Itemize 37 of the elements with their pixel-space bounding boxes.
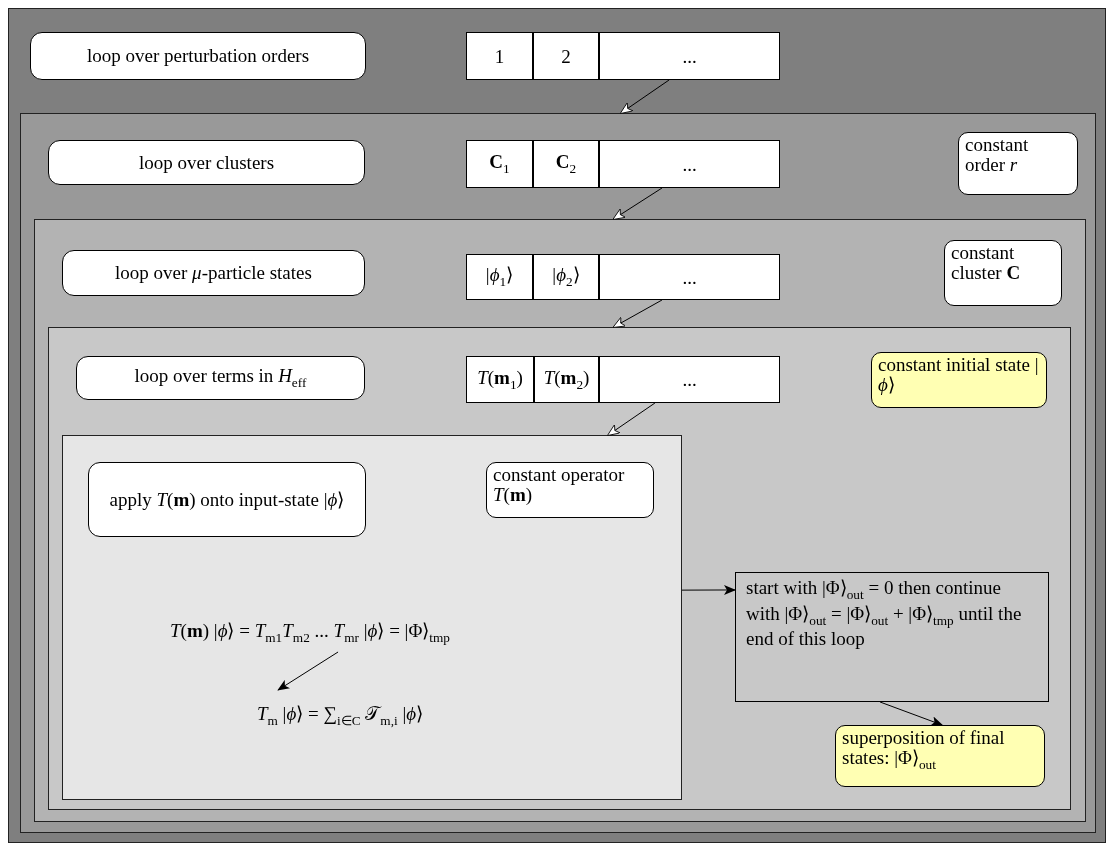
arrow bbox=[612, 187, 663, 220]
arrow bbox=[607, 402, 656, 436]
array-cell: ... bbox=[599, 140, 780, 188]
loop-label-box: loop over clusters bbox=[48, 140, 365, 185]
highlight-box: superposition of final states: |Φ⟩$_{out}$ bbox=[835, 725, 1045, 787]
nested-panel bbox=[34, 219, 1086, 822]
nested-panel bbox=[48, 327, 1071, 810]
array-cell: T(m$_{2}$) bbox=[534, 356, 599, 403]
array-cell: T(m$_{1}$) bbox=[466, 356, 534, 403]
array-cell: ... bbox=[599, 356, 780, 403]
formula-text: T(m) |ϕ⟩ = T$_{m1}$T$_{m2}$ ... T$_{mr}$ |ϕ⟩ = |Φ⟩$_{tmp}$ bbox=[80, 612, 540, 652]
arrow bbox=[681, 585, 736, 595]
arrow bbox=[277, 651, 339, 691]
note-box: constant operator T(m) bbox=[486, 462, 654, 518]
highlight-box: constant initial state |ϕ⟩ bbox=[871, 352, 1047, 408]
array-cell: |ϕ$_{1}$⟩ bbox=[466, 254, 533, 300]
array-cell: C$_{2}$ bbox=[533, 140, 599, 188]
array-cell: 2 bbox=[533, 32, 599, 80]
array-cell: 1 bbox=[466, 32, 533, 80]
nested-panel bbox=[8, 8, 1106, 843]
array-cell: C$_{1}$ bbox=[466, 140, 533, 188]
loop-label-box: loop over perturbation orders bbox=[30, 32, 366, 80]
formula-text: T$_{m}$ |ϕ⟩ = ∑$_{i∈C}$ 𝒯$_{m,i}$ |ϕ⟩ bbox=[200, 690, 480, 740]
process-box: start with |Φ⟩$_{out}$ = 0 then continue with |Φ⟩$_{out}$ = |Φ⟩$_{out}$ + |Φ⟩$_{tmp}$ until the end of this loop bbox=[735, 572, 1049, 702]
loop-label-box: loop over μ-particle states bbox=[62, 250, 365, 296]
loop-label-box: loop over terms in H$_{eff}$ bbox=[76, 356, 365, 400]
nested-panel bbox=[20, 113, 1096, 833]
arrow bbox=[619, 79, 670, 114]
arrow bbox=[879, 701, 944, 726]
array-cell: ... bbox=[599, 254, 780, 300]
array-cell: |ϕ$_{2}$⟩ bbox=[533, 254, 599, 300]
note-box: constant cluster C bbox=[944, 240, 1062, 306]
nested-panel bbox=[62, 435, 682, 800]
arrow bbox=[612, 299, 663, 328]
array-cell: ... bbox=[599, 32, 780, 80]
note-box: constant order r bbox=[958, 132, 1078, 195]
loop-label-box: apply T(m) onto input-state |ϕ⟩ bbox=[88, 462, 366, 537]
